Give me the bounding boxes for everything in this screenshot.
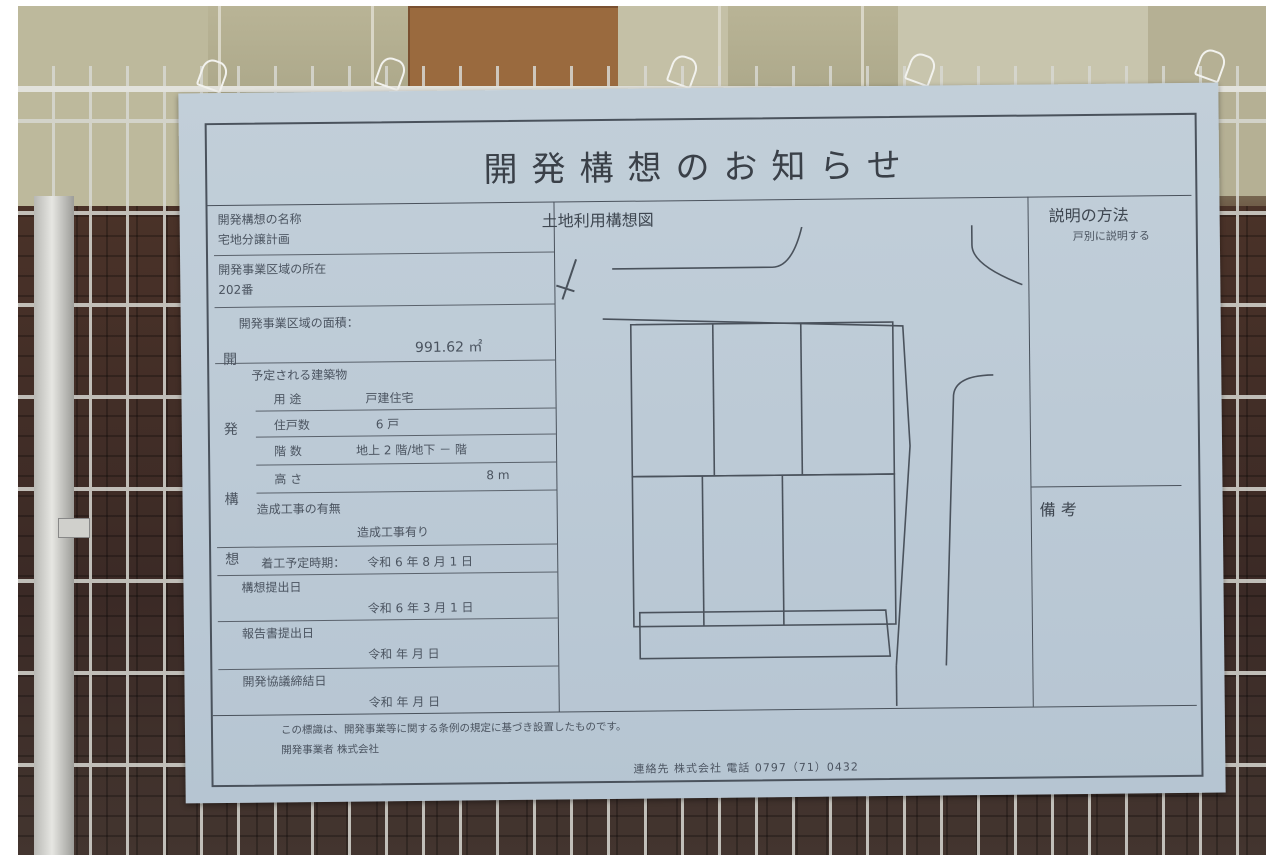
start-value: 令和 6 年 8 月 1 日 [367,554,474,570]
area-value: 991.62 ㎡ [414,339,483,356]
lot-block-lower [631,473,897,628]
vertical-label-char: 想 [225,551,240,568]
development-notice-sign: 開発構想のお知らせ 開発構想の名称 宅地分譲計画 開発事業区域の所在 202番 … [178,82,1226,804]
lot-divider [711,323,716,476]
height-row: 高 さ 8 m [256,461,557,494]
project-name-label: 開発構想の名称 [217,212,302,228]
land-use-site-plan [556,225,1023,706]
project-name-row: 開発構想の名称 宅地分譲計画 [213,201,554,257]
height-label: 高 さ [274,472,303,487]
divider [1031,484,1182,488]
location-value: 202番 [218,282,254,298]
access-road [638,609,892,660]
lot-divider [799,322,804,475]
road-curve-right [970,225,1023,286]
explanation-method-value: 戸別に説明する [1072,229,1150,244]
use-label: 用 途 [273,392,302,407]
floors-value: 地上 2 階/地下 － 階 [355,442,468,458]
vertical-label-char: 構 [224,491,239,509]
remarks-title: 備 考 [1039,500,1077,520]
north-arrow [556,258,578,300]
hearing-label: 開発協議締結日 [242,673,327,689]
start-label: 着工予定時期： [261,555,346,571]
fence-clamp [58,518,90,538]
project-info-column: 開発構想の名称 宅地分譲計画 開発事業区域の所在 202番 開発事業区域の面積：… [213,201,560,716]
area-row: 開発事業区域の面積： 991.62 ㎡ [214,303,556,365]
plan-value: 令和 6 年 3 月 1 日 [367,600,474,616]
units-value: 6 戸 [375,417,400,432]
plan-label: 構想提出日 [241,580,302,595]
road-curve-right-lower [945,374,994,666]
explanation-method-title: 説明の方法 [1048,205,1129,226]
hearing-value: 令和 年 月 日 [368,694,441,710]
project-name-value: 宅地分譲計画 [217,232,290,248]
grading-row: 造成工事の有無 造成工事有り [216,491,558,549]
report-row: 報告書提出日 令和 年 月 日 [217,617,559,671]
footer-parties: 開発事業者 株式会社 [281,743,380,757]
location-label: 開発事業区域の所在 [218,261,327,278]
report-value: 令和 年 月 日 [368,646,440,662]
grading-label: 造成工事の有無 [256,501,341,517]
site-boundary-top [602,318,911,667]
lot-divider [701,475,705,626]
footer-contact: 連絡先 株式会社 電話 0797（71）0432 [633,760,859,776]
lot-divider [781,475,785,626]
building-label: 予定される建築物 [251,367,348,383]
vertical-label-char: 発 [223,421,238,439]
explanation-column: 説明の方法 戸別に説明する 備 考 [1027,194,1196,707]
grading-value: 造成工事有り [356,524,430,540]
plan-row: 構想提出日 令和 6 年 3 月 1 日 [217,571,558,623]
height-value: 8 m [486,468,510,483]
report-label: 報告書提出日 [241,626,315,641]
floors-row: 階 数 地上 2 階/地下 － 階 [255,433,557,466]
lot-block-upper [629,321,896,478]
road-outline [612,226,803,270]
vertical-label-char: 開 [223,351,238,369]
use-value: 戸建住宅 [365,391,414,406]
hearing-row: 開発協議締結日 令和 年 月 日 [218,666,558,716]
units-label: 住戸数 [273,418,310,433]
location-row: 開発事業区域の所在 202番 [214,251,555,309]
floors-label: 階 数 [273,444,302,459]
area-label: 開発事業区域の面積： [238,315,359,331]
